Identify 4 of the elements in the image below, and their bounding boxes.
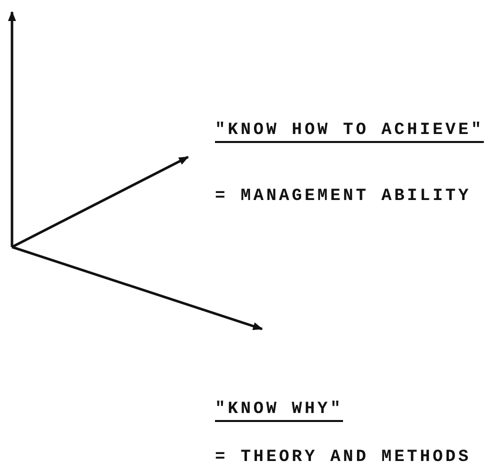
description-label: = MANAGEMENT ABILITY: [215, 187, 472, 206]
description-label: = THEORY AND METHODS: [215, 448, 472, 467]
heading-label: "KNOW HOW TO ACHIEVE": [215, 121, 484, 140]
heading-label: "KNOW WHY": [215, 400, 344, 419]
